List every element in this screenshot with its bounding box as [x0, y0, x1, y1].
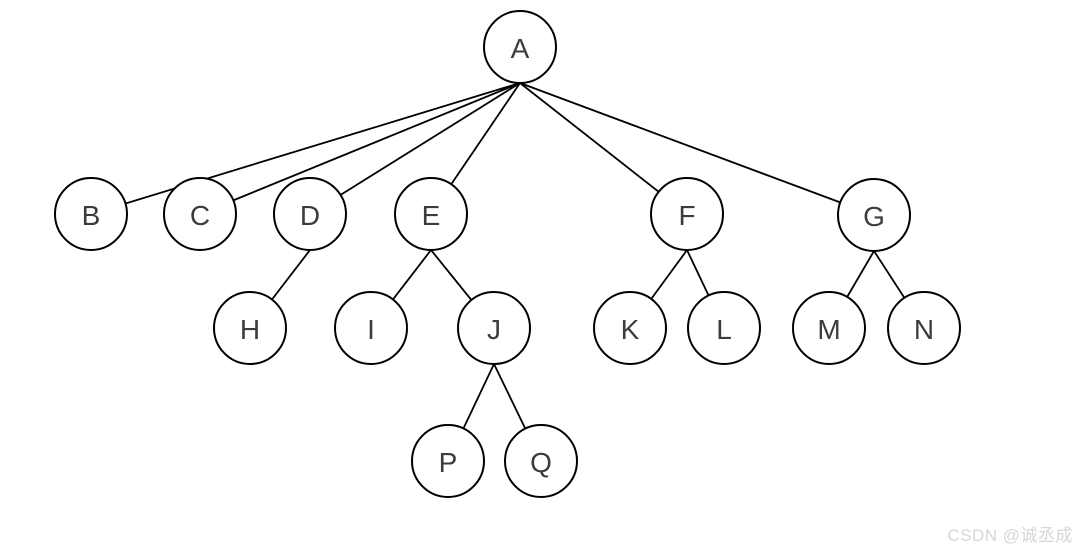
node-label-c: C: [190, 200, 210, 231]
node-label-b: B: [82, 200, 101, 231]
node-circle-d: [273, 177, 347, 251]
tree-node-q: Q: [504, 424, 578, 498]
tree-node-b: B: [54, 177, 128, 251]
node-circle-b: [54, 177, 128, 251]
tree-node-e: E: [394, 177, 468, 251]
node-circle-k: [593, 291, 667, 365]
tree-node-j: J: [457, 291, 531, 365]
tree-node-k: K: [593, 291, 667, 365]
node-circle-q: [504, 424, 578, 498]
node-circle-p: [411, 424, 485, 498]
tree-node-i: I: [334, 291, 408, 365]
edge-a-d: [309, 82, 521, 215]
node-circle-a: [483, 10, 557, 84]
tree-node-c: C: [163, 177, 237, 251]
node-label-m: M: [817, 314, 840, 345]
tree-node-d: D: [273, 177, 347, 251]
tree-node-a: A: [483, 10, 557, 84]
node-circle-g: [837, 178, 911, 252]
node-circle-e: [394, 177, 468, 251]
tree-node-l: L: [687, 291, 761, 365]
node-label-q: Q: [530, 447, 552, 478]
edge-a-g: [519, 82, 875, 216]
node-label-k: K: [621, 314, 640, 345]
node-circle-m: [792, 291, 866, 365]
tree-node-n: N: [887, 291, 961, 365]
edge-a-c: [199, 82, 521, 215]
tree-node-m: M: [792, 291, 866, 365]
node-label-j: J: [487, 314, 501, 345]
node-label-i: I: [367, 314, 375, 345]
node-label-g: G: [863, 201, 885, 232]
tree-node-h: H: [213, 291, 287, 365]
node-circle-l: [687, 291, 761, 365]
node-circle-c: [163, 177, 237, 251]
node-label-f: F: [678, 200, 695, 231]
node-circle-i: [334, 291, 408, 365]
node-label-a: A: [511, 33, 530, 64]
node-circle-h: [213, 291, 287, 365]
edge-a-b: [90, 82, 521, 215]
watermark-text: CSDN @诚丞成: [947, 526, 1073, 545]
node-circle-n: [887, 291, 961, 365]
node-label-l: L: [716, 314, 732, 345]
node-label-h: H: [240, 314, 260, 345]
node-label-d: D: [300, 200, 320, 231]
tree-node-g: G: [837, 178, 911, 252]
node-label-n: N: [914, 314, 934, 345]
node-label-p: P: [439, 447, 458, 478]
node-label-e: E: [422, 200, 441, 231]
node-circle-f: [650, 177, 724, 251]
tree-node-p: P: [411, 424, 485, 498]
node-circle-j: [457, 291, 531, 365]
tree-node-f: F: [650, 177, 724, 251]
